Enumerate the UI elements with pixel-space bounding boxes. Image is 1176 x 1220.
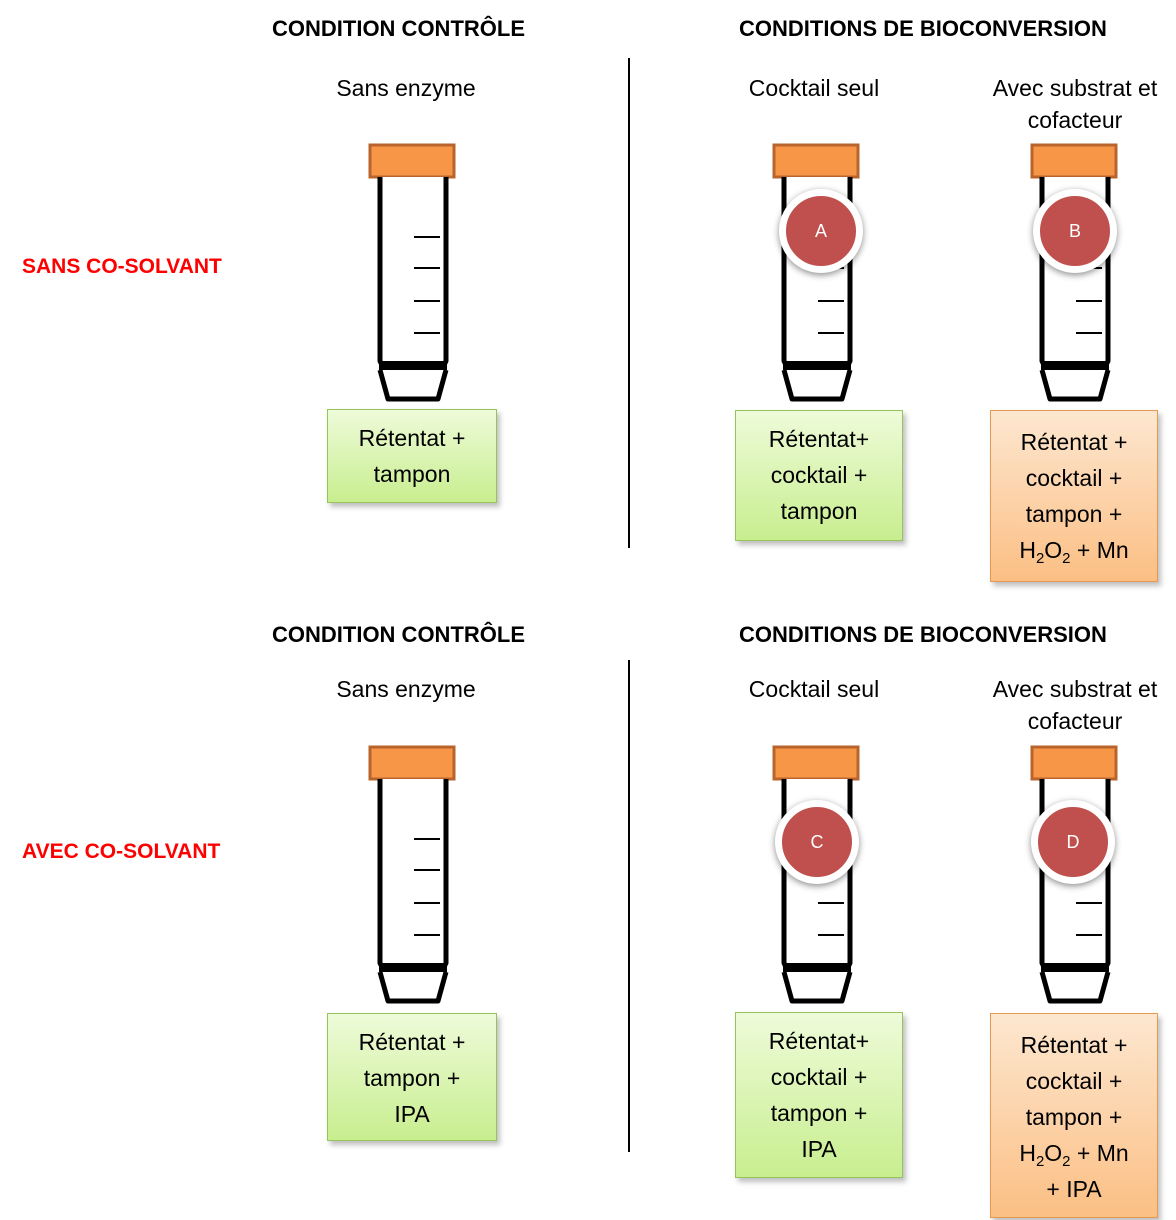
box-line: IPA [801,1136,837,1162]
divider-line [628,660,630,1152]
box-line: cocktail + [1025,465,1123,491]
box-line: Rétentat + [358,1029,466,1055]
box-formula-line: H2O2 + Mn [1019,537,1129,568]
sample-marker-c: C [775,800,859,884]
column-label-with-substrate: Avec substrat et cofacteur [992,75,1158,133]
box-line: Rétentat+ [768,426,870,452]
tube-icon [368,143,458,403]
sample-marker-b: B [1033,189,1117,273]
box-line: tampon + [1025,501,1123,527]
divider-line [628,58,630,548]
column-label-cocktail-only: Cocktail seul [748,676,880,702]
box-formula-line: H2O2 + Mn [1019,1140,1129,1171]
sample-marker-d: D [1031,800,1115,884]
condition-box-substrate: Rétentat + cocktail + tampon + H2O2 + Mn [990,410,1158,582]
box-line: Rétentat + [1020,1032,1128,1058]
column-label-with-substrate: Avec substrat et cofacteur [992,676,1158,734]
row-label-with-cosolvent: AVEC CO-SOLVANT [22,840,221,863]
condition-box-cocktail: Rétentat+ cocktail + tampon [735,410,903,541]
column-label-no-enzyme: Sans enzyme [336,75,476,101]
row-label-without-cosolvent: SANS CO-SOLVANT [22,255,222,278]
box-line: Rétentat + [358,425,466,451]
header-control: CONDITION CONTRÔLE [272,622,525,647]
box-line: tampon + [1025,1104,1123,1130]
tube-icon [1030,143,1120,403]
sample-marker-a: A [779,189,863,273]
box-line: cocktail + [770,1064,868,1090]
column-label-no-enzyme: Sans enzyme [336,676,476,702]
header-control: CONDITION CONTRÔLE [272,16,525,41]
tube-icon [772,143,862,403]
box-line: tampon [373,461,451,487]
box-line: cocktail + [1025,1068,1123,1094]
condition-box-control: Rétentat + tampon + IPA [327,1013,497,1141]
header-bioconversion: CONDITIONS DE BIOCONVERSION [739,622,1107,647]
box-line: tampon + [770,1100,868,1126]
condition-box-control: Rétentat + tampon [327,409,497,503]
box-line: cocktail + [770,462,868,488]
condition-box-substrate: Rétentat + cocktail + tampon + H2O2 + Mn… [990,1013,1158,1218]
tube-icon [368,745,458,1005]
header-bioconversion: CONDITIONS DE BIOCONVERSION [739,16,1107,41]
box-line: IPA [394,1101,430,1127]
column-label-cocktail-only: Cocktail seul [748,75,880,101]
box-line: + IPA [1046,1176,1102,1202]
box-line: tampon + [363,1065,461,1091]
condition-box-cocktail: Rétentat+ cocktail + tampon + IPA [735,1012,903,1178]
box-line: Rétentat + [1020,429,1128,455]
box-line: Rétentat+ [768,1028,870,1054]
box-line: tampon [780,498,858,524]
